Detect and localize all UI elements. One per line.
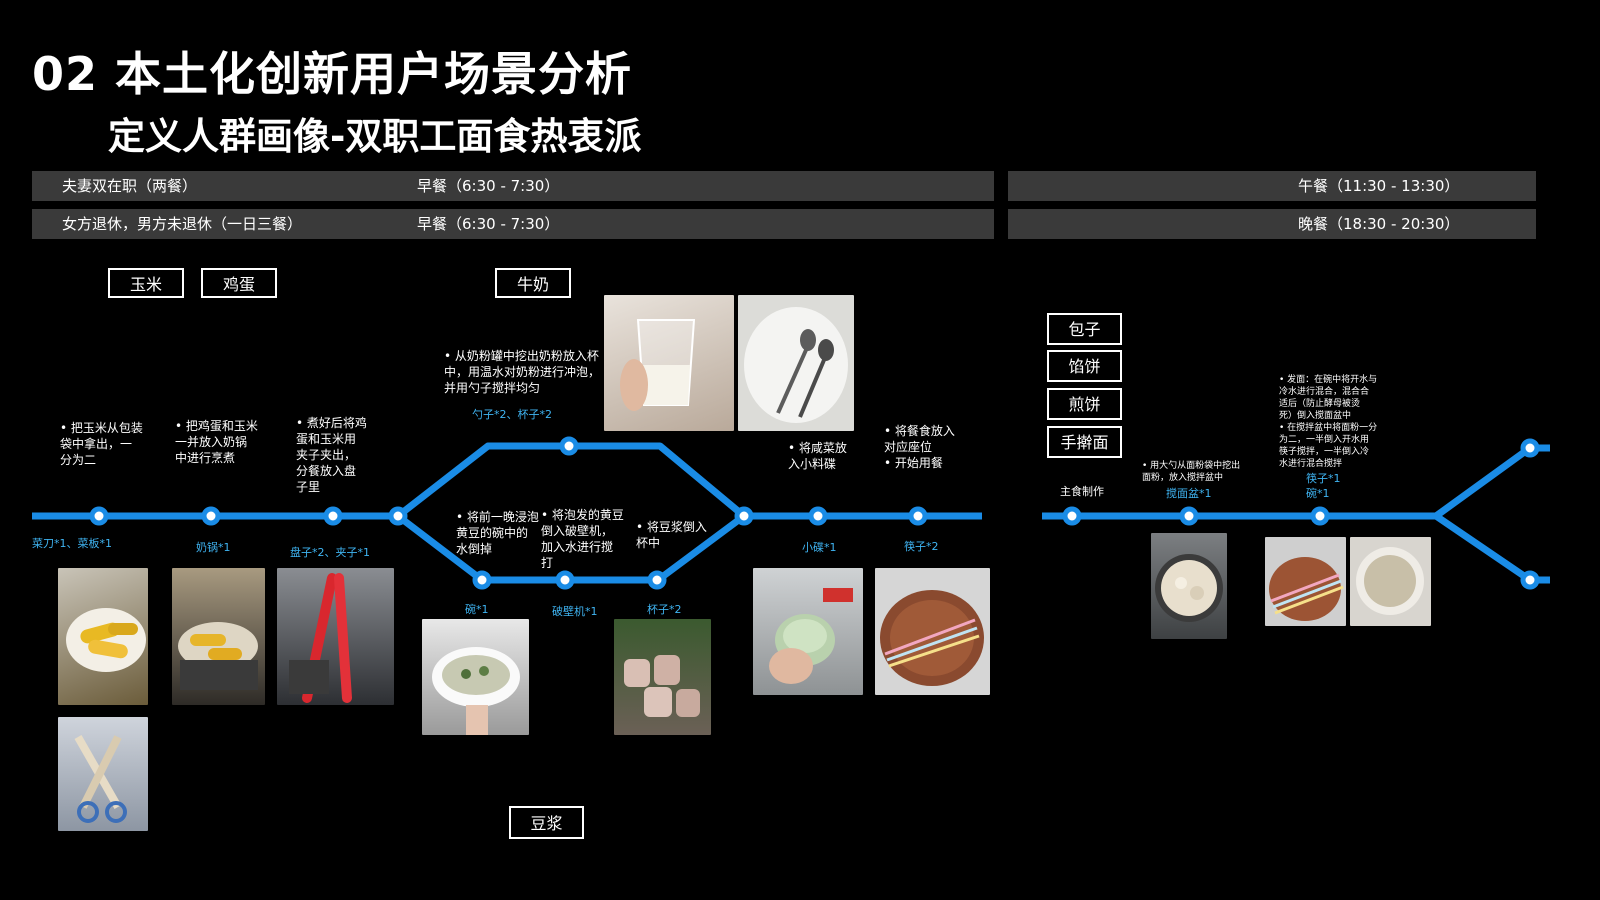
step-note-3: • 煮好后将鸡蛋和玉米用夹子夹出，分餐放入盘子里 [296, 415, 376, 495]
node [737, 509, 751, 523]
node [391, 509, 405, 523]
node [911, 509, 925, 523]
dinner-branch [1436, 516, 1550, 580]
tongs-icon [277, 568, 394, 705]
bowl-icon-2 [1350, 537, 1431, 626]
step-note-7: • 将豆浆倒入杯中 [636, 519, 716, 551]
node [204, 509, 218, 523]
node [1313, 509, 1327, 523]
photo-pot-boiling [172, 568, 265, 705]
tool-label-bowl-2: 碗*1 [1306, 485, 1330, 501]
photo-scissors [58, 717, 148, 831]
photo-chopsticks-plate [875, 568, 990, 695]
step-label-main: 主食制作 [1060, 483, 1104, 499]
photo-tongs [277, 568, 394, 705]
node [1523, 573, 1537, 587]
tool-label-pot: 奶锅*1 [196, 539, 231, 555]
node [475, 573, 489, 587]
photo-flour-bowl [1151, 533, 1227, 639]
photo-milk-glass [604, 295, 734, 431]
tool-label-blender: 破壁机*1 [552, 603, 598, 619]
pot-icon [172, 568, 265, 705]
bowl-icon [422, 619, 529, 735]
tool-label-plate: 盘子*2、夹子*1 [290, 544, 370, 560]
chopsticks-icon-2 [1265, 537, 1346, 626]
node [1523, 441, 1537, 455]
photo-cups [614, 619, 711, 735]
step-note-2: • 把鸡蛋和玉米一并放入奶锅中进行烹煮 [175, 418, 270, 466]
tool-label-cup: 杯子*2 [647, 601, 682, 617]
step-note-9: • 将餐食放入对应座位• 开始用餐 [884, 423, 969, 471]
tool-label-chopsticks-2: 筷子*1 [1306, 470, 1341, 486]
photo-small-dish [753, 568, 863, 695]
step-note-5: • 将前一晚浸泡黄豆的碗中的水倒掉 [456, 509, 541, 557]
flour-icon [1151, 533, 1227, 639]
tool-label-dish: 小碟*1 [802, 539, 837, 555]
step-note-6: • 将泡发的黄豆倒入破壁机，加入水进行搅打 [541, 507, 626, 571]
tool-label-knife: 菜刀*1、菜板*1 [32, 535, 112, 551]
scissors-icon [58, 717, 148, 831]
node [811, 509, 825, 523]
step-note-11: • 发面：在碗中将开水与冷水进行混合，混合合适后（防止酵母被烫死）倒入搅面盆中•… [1279, 374, 1384, 470]
spoon-icon [738, 295, 854, 431]
photo-soybean-bowl [422, 619, 529, 735]
photo-chopsticks-plate-2 [1265, 537, 1346, 626]
node [650, 573, 664, 587]
step-note-10: • 用大勺从面粉袋中挖出面粉，放入搅拌盆中 [1142, 460, 1252, 484]
tool-label-spoon: 勺子*2、杯子*2 [472, 406, 552, 422]
node [558, 573, 572, 587]
step-note-4: • 从奶粉罐中挖出奶粉放入杯中，用温水对奶粉进行冲泡，并用勺子搅拌均匀 [444, 348, 609, 396]
node [562, 439, 576, 453]
cup-icon [614, 619, 711, 735]
node [326, 509, 340, 523]
tool-label-chopsticks: 筷子*2 [904, 538, 939, 554]
tool-label-mixbowl: 搅面盆*1 [1166, 485, 1212, 501]
photo-corn-halves [58, 568, 148, 705]
step-note-8: • 将咸菜放入小料碟 [788, 440, 858, 472]
photo-spoons-plate [738, 295, 854, 431]
tool-label-bowl: 碗*1 [465, 601, 489, 617]
photo-water-bowl [1350, 537, 1431, 626]
corn-icon [58, 568, 148, 705]
chopsticks-icon [875, 568, 990, 695]
node [1182, 509, 1196, 523]
step-note-1: • 把玉米从包装袋中拿出，一分为二 [60, 420, 150, 468]
dish-icon [753, 568, 863, 695]
glass-icon [604, 295, 734, 431]
node [1065, 509, 1079, 523]
node [92, 509, 106, 523]
